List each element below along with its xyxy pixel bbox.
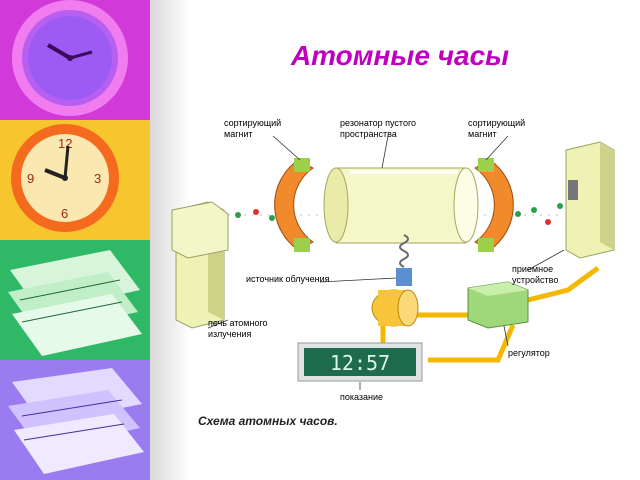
green-papers-image xyxy=(0,240,150,360)
atomic-clock-diagram: 12:57 сортирующий магнит резонатор пусто… xyxy=(171,118,615,428)
label-sorting-magnet-right-2: магнит xyxy=(468,129,497,139)
cavity-resonator xyxy=(323,167,479,244)
label-sorting-magnet-left-2: магнит xyxy=(224,129,253,139)
label-sorting-magnet-left-1: сортирующий xyxy=(224,118,281,128)
label-receiver-2: устройство xyxy=(512,275,558,285)
svg-text:3: 3 xyxy=(94,171,101,186)
purple-clock-image xyxy=(0,0,150,120)
wire-regulator-display xyxy=(428,324,516,363)
svg-text:9: 9 xyxy=(27,171,34,186)
sorting-magnet-right xyxy=(474,158,514,252)
label-atomic-oven-1: печь атомного xyxy=(208,318,268,328)
label-readout: показание xyxy=(340,392,383,402)
label-regulator: регулятор xyxy=(508,348,550,358)
display-time: 12:57 xyxy=(330,351,390,375)
svg-text:12: 12 xyxy=(58,136,72,151)
sorting-magnet-left xyxy=(274,158,314,252)
orange-clock-image: 12 3 6 9 xyxy=(0,120,150,240)
label-cavity-resonator-1: резонатор пустого xyxy=(340,118,416,128)
receiver-device xyxy=(565,141,615,259)
radiation-source xyxy=(371,234,419,327)
diagram-caption: Схема атомных часов. xyxy=(198,414,338,428)
atomic-oven xyxy=(171,201,229,329)
page-title: Атомные часы xyxy=(290,40,510,71)
regulator-box xyxy=(467,281,529,329)
digital-display: 12:57 xyxy=(297,342,423,382)
violet-papers-image xyxy=(0,360,150,480)
svg-text:6: 6 xyxy=(61,206,68,221)
label-sorting-magnet-right-1: сортирующий xyxy=(468,118,525,128)
label-atomic-oven-2: излучения xyxy=(208,329,251,339)
label-radiation-source: источник облучения xyxy=(246,274,330,284)
label-receiver-1: приемное xyxy=(512,264,553,274)
label-cavity-resonator-2: пространства xyxy=(340,129,397,139)
wire-regulator-receiver xyxy=(527,265,600,303)
decorative-image-strip: 12 3 6 9 xyxy=(0,0,150,480)
